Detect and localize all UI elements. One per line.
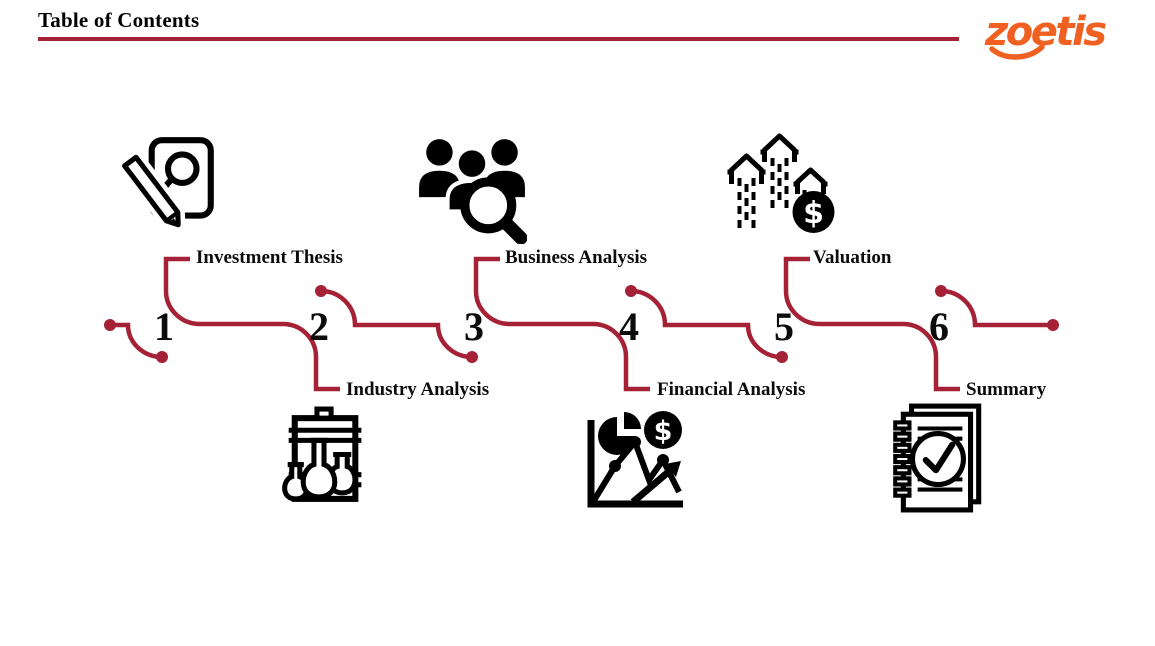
- timeline-segment-3-4: [473, 256, 650, 392]
- logo-wordmark: zoetis: [984, 9, 1106, 55]
- timeline-dot: [935, 285, 947, 297]
- timeline-dot: [466, 351, 478, 363]
- section-number-6: 6: [929, 304, 949, 349]
- section-label-summary: Summary: [966, 379, 1047, 400]
- section-label-investment-thesis: Investment Thesis: [196, 247, 343, 268]
- zoetis-logo: zoetis: [984, 9, 1109, 60]
- section-number-5: 5: [774, 304, 794, 349]
- section-label-industry-analysis: Industry Analysis: [346, 379, 490, 400]
- title-underline: [38, 37, 959, 41]
- dollar-glyph: $: [654, 416, 673, 447]
- timeline-dot: [156, 351, 168, 363]
- timeline-segment-end: [940, 288, 1053, 328]
- growth-arrows-dollar-icon: $: [727, 133, 835, 233]
- timeline-dot: [625, 285, 637, 297]
- section-label-financial-analysis: Financial Analysis: [657, 379, 806, 400]
- timeline-segment-2-3: [320, 288, 473, 360]
- timeline-dot: [315, 285, 327, 297]
- logo-swoosh: [989, 44, 1045, 60]
- section-number-3: 3: [464, 304, 484, 349]
- timeline-segment-1-2: [163, 256, 340, 392]
- timeline-dot: [776, 351, 788, 363]
- timeline-segment-4-5: [630, 288, 783, 360]
- section-number-1: 1: [154, 304, 174, 349]
- timeline-segment-start: [110, 322, 163, 360]
- timeline-segment-5-6: [783, 256, 960, 392]
- report-checkmark-icon: [893, 403, 982, 513]
- section-number-2: 2: [309, 304, 329, 349]
- section-number-4: 4: [619, 304, 639, 349]
- chemical-flasks-icon: [282, 406, 362, 502]
- page-title: Table of Contents: [38, 8, 200, 32]
- financial-charts-dollar-icon: $: [587, 409, 683, 508]
- timeline-dot: [1047, 319, 1059, 331]
- dollar-glyph: $: [803, 196, 824, 231]
- team-search-icon: [419, 139, 527, 244]
- document-search-pencil-icon: [117, 137, 214, 232]
- timeline-dot: [104, 319, 116, 331]
- section-label-business-analysis: Business Analysis: [505, 247, 648, 268]
- section-label-valuation: Valuation: [813, 247, 892, 268]
